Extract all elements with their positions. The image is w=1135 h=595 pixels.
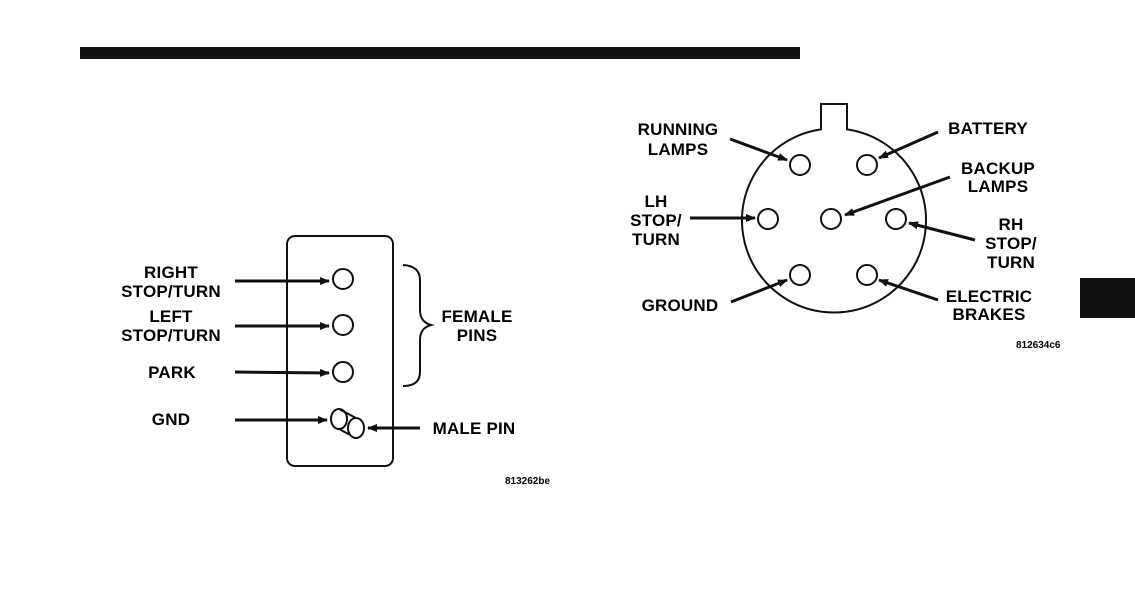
label-backup: BACKUP: [961, 159, 1035, 178]
label-lh-turn: TURN: [632, 230, 680, 249]
ground-arrow: [731, 280, 787, 302]
label-rh: RH: [999, 215, 1024, 234]
four-pin-connector-diagram: RIGHT STOP/TURN LEFT STOP/TURN PARK GND …: [121, 236, 550, 487]
label-pins: PINS: [457, 326, 497, 345]
right-stop-turn-pin: [333, 269, 353, 289]
left-stop-turn-pin: [333, 315, 353, 335]
label-park: PARK: [148, 363, 196, 382]
figure-code-right: 812634c6: [1016, 340, 1061, 351]
male-pin: [331, 409, 364, 438]
label-backup-lamps: LAMPS: [968, 177, 1029, 196]
rh-stop-turn-arrow: [909, 223, 975, 240]
label-running-lamps: LAMPS: [648, 140, 709, 159]
seven-pin-connector-diagram: RUNNING LAMPS BATTERY BACKUP LAMPS LH ST…: [630, 104, 1061, 351]
battery-pin: [857, 155, 877, 175]
label-running: RUNNING: [638, 120, 719, 139]
label-rh-turn: TURN: [987, 253, 1035, 272]
label-ground: GROUND: [642, 296, 719, 315]
label-brakes: BRAKES: [953, 305, 1026, 324]
running-lamps-arrow: [730, 139, 787, 160]
label-lh: LH: [644, 192, 667, 211]
park-arrow: [235, 372, 329, 373]
electric-brakes-pin: [857, 265, 877, 285]
label-gnd: GND: [152, 410, 190, 429]
label-right-stop-turn: STOP/TURN: [121, 282, 221, 301]
label-female: FEMALE: [441, 307, 512, 326]
label-male-pin: MALE PIN: [433, 419, 516, 438]
label-left: LEFT: [149, 307, 193, 326]
label-right: RIGHT: [144, 263, 198, 282]
lh-stop-turn-pin: [758, 209, 778, 229]
label-rh-stop: STOP/: [985, 234, 1037, 253]
label-battery: BATTERY: [948, 119, 1028, 138]
rh-stop-turn-pin: [886, 209, 906, 229]
figure-code-left: 813262be: [505, 476, 550, 487]
park-pin: [333, 362, 353, 382]
female-pins-brace: [403, 265, 431, 386]
label-left-stop-turn: STOP/TURN: [121, 326, 221, 345]
running-lamps-pin: [790, 155, 810, 175]
electric-brakes-arrow: [879, 280, 938, 300]
ground-pin: [790, 265, 810, 285]
backup-lamps-pin: [821, 209, 841, 229]
label-lh-stop: STOP/: [630, 211, 682, 230]
label-electric: ELECTRIC: [946, 287, 1033, 306]
